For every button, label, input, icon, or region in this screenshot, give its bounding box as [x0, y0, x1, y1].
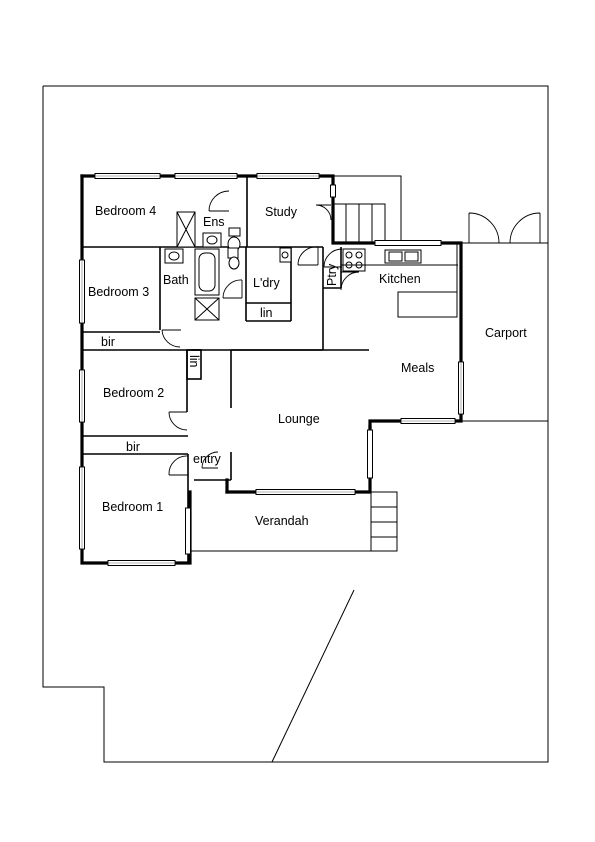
doors [161, 190, 360, 476]
label-meals: Meals [401, 361, 434, 375]
label-kitchen: Kitchen [379, 272, 421, 286]
label-bir-bed1: bir [126, 440, 140, 454]
label-bedroom3: Bedroom 3 [88, 285, 149, 299]
rear-stairs [332, 175, 402, 244]
label-ens: Ens [203, 215, 225, 229]
label-bir-bed3: bir [101, 335, 115, 349]
room-labels: Bedroom 4 Ens Study Bath Bedroom 3 L'dry… [88, 204, 527, 528]
label-bath: Bath [163, 273, 189, 287]
label-bedroom1: Bedroom 1 [102, 500, 163, 514]
label-entry: entry [193, 452, 222, 466]
label-verandah: Verandah [255, 514, 309, 528]
label-lin-laundry: lin [260, 306, 273, 320]
label-lounge: Lounge [278, 412, 320, 426]
label-bedroom4: Bedroom 4 [95, 204, 156, 218]
boundary-diagonal [271, 589, 355, 763]
property-boundary [42, 85, 549, 763]
label-carport: Carport [485, 326, 527, 340]
fixtures [164, 211, 458, 321]
label-ptry: Ptry [325, 263, 339, 286]
label-bedroom2: Bedroom 2 [103, 386, 164, 400]
label-study: Study [265, 205, 298, 219]
internal-walls [82, 176, 369, 563]
label-lin-hall: lin [187, 355, 201, 368]
windows [79, 173, 464, 566]
carport-outline [461, 212, 548, 422]
label-ldry: L'dry [253, 276, 280, 290]
